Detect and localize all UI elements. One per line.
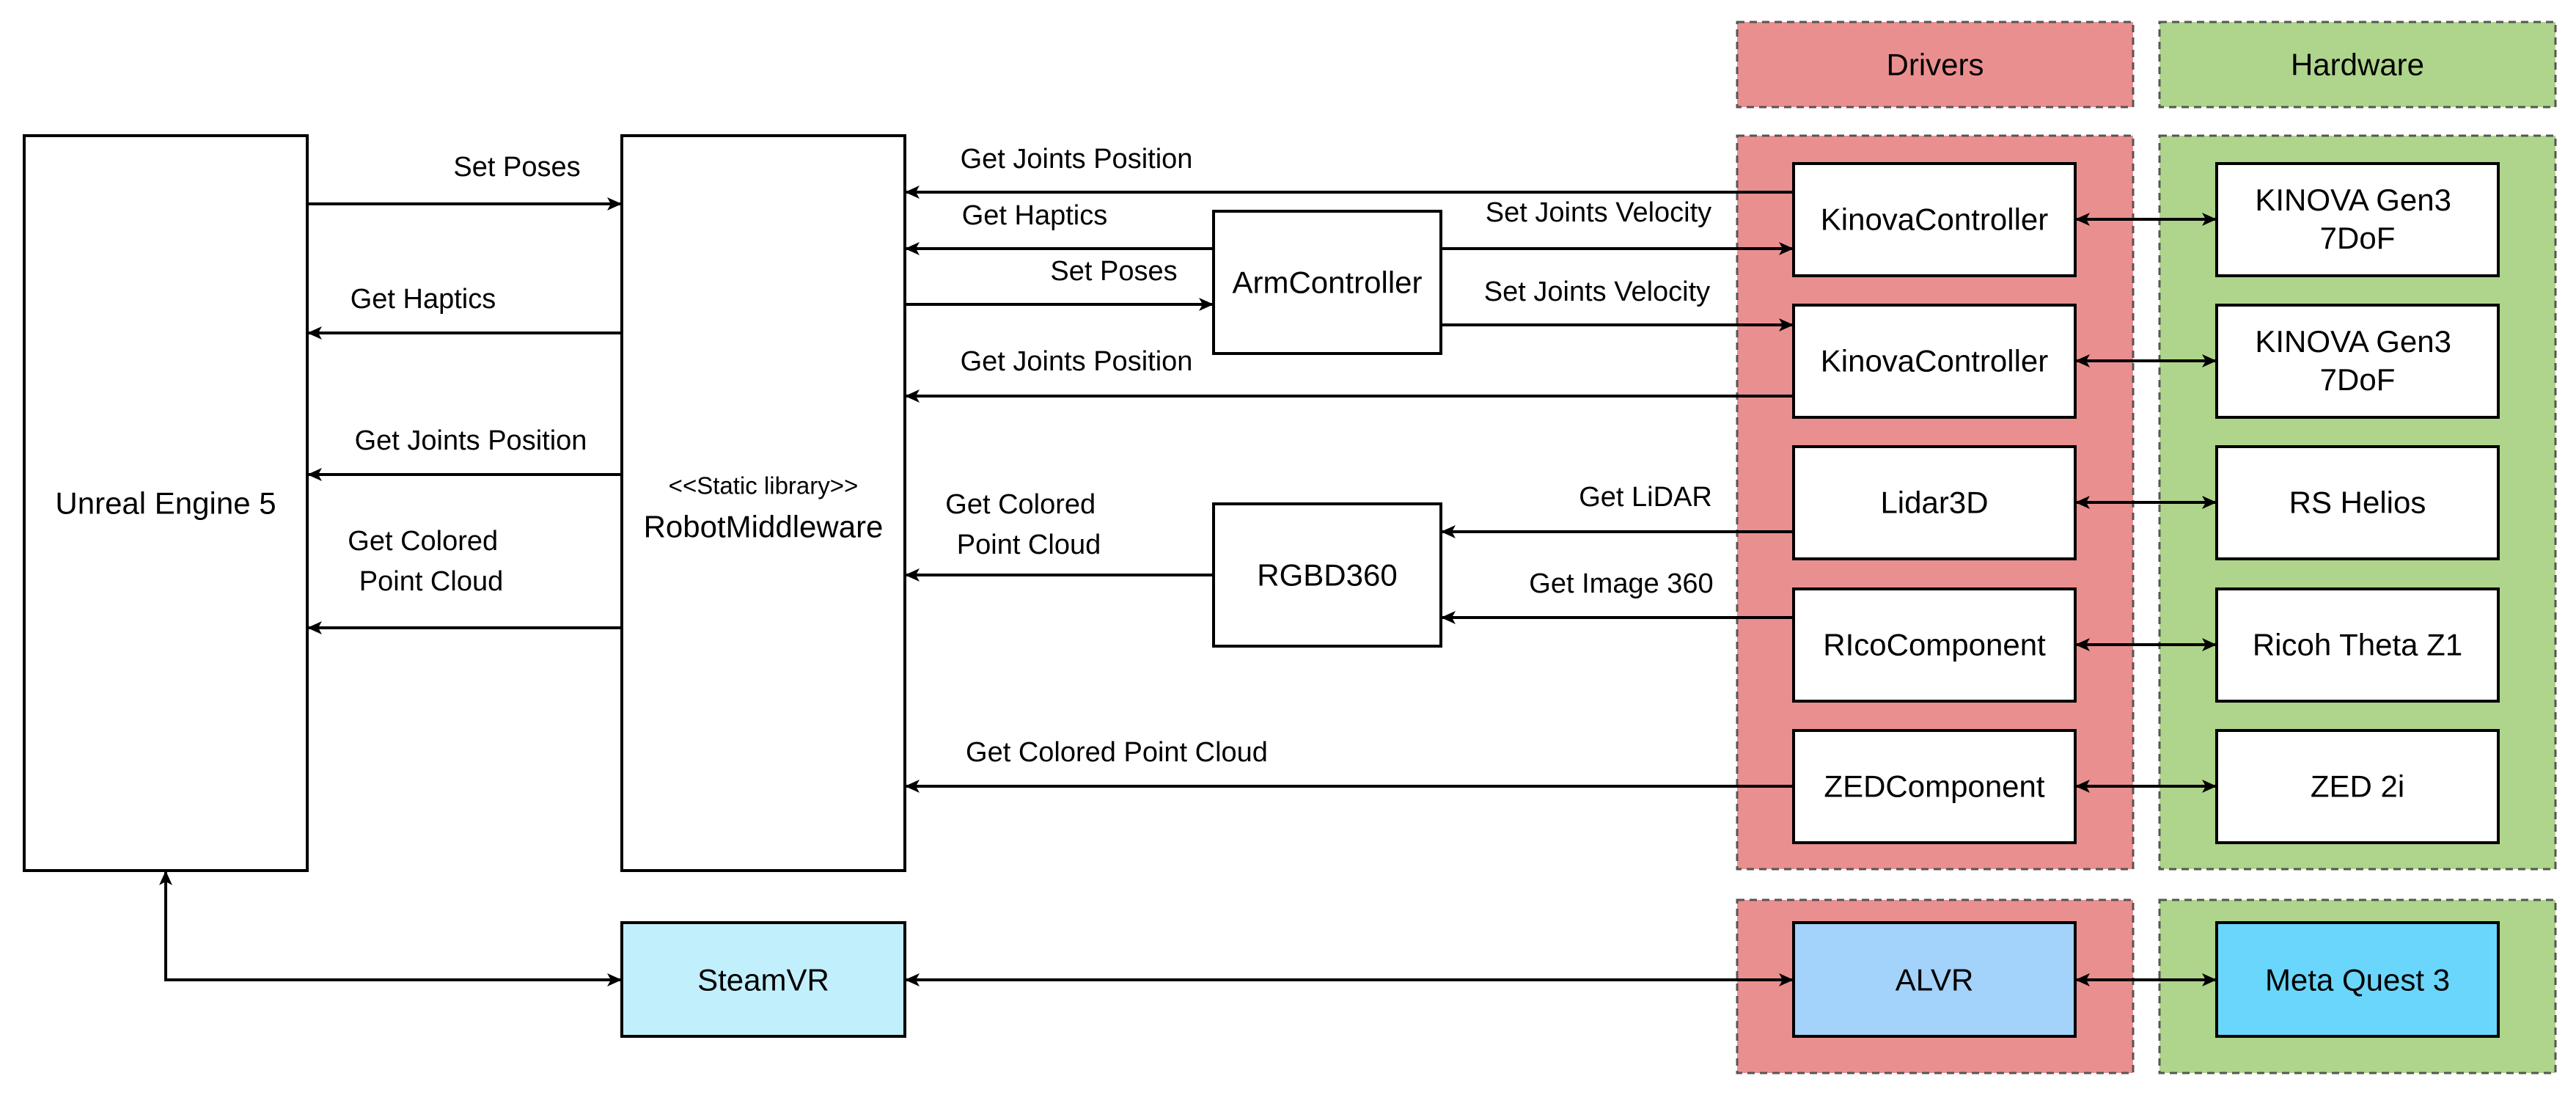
lidar3d-box <box>1792 445 2077 560</box>
kinova-hw-1-box <box>2215 162 2500 277</box>
kinova-controller-2-label: KinovaController <box>1821 344 2049 378</box>
label-get-haptics-ue: Get Haptics <box>351 284 496 315</box>
ricoh-theta-label: Ricoh Theta Z1 <box>2253 628 2462 662</box>
meta-quest-box <box>2215 921 2500 1038</box>
label-get-colored-ue-line2: Point Cloud <box>359 566 503 597</box>
label-get-lidar: Get LiDAR <box>1579 482 1712 513</box>
zed-component-label: ZEDComponent <box>1824 769 2044 804</box>
meta-quest-label: Meta Quest 3 <box>2265 963 2450 997</box>
steamvr-box <box>620 921 906 1038</box>
kinova-hw-2-line2: 7DoF <box>2320 362 2396 397</box>
label-set-poses-arm: Set Poses <box>1050 256 1177 287</box>
kinova-hw-1-line1: KINOVA Gen3 <box>2255 183 2451 217</box>
rico-component-box <box>1792 587 2077 703</box>
kinova-controller-1-box <box>1792 162 2077 277</box>
label-get-colored-ue: Get Colored Point Cloud <box>348 526 505 597</box>
kinova-hw-1-line2: 7DoF <box>2320 221 2396 255</box>
kinova-hw-2-line1: KINOVA Gen3 <box>2255 324 2451 359</box>
zed2i-label: ZED 2i <box>2311 769 2404 804</box>
hardware-header-panel <box>2158 21 2557 109</box>
rgbd360-box <box>1212 502 1442 648</box>
rgbd360-label: RGBD360 <box>1257 558 1397 593</box>
rs-helios-label: RS Helios <box>2289 486 2426 520</box>
ricoh-theta-box <box>2215 587 2500 703</box>
label-get-joints-ue: Get Joints Position <box>355 425 587 456</box>
zed2i-box <box>2215 729 2500 844</box>
kinova-controller-2-box <box>1792 304 2077 419</box>
drivers-title: Drivers <box>1887 48 1984 82</box>
lidar3d-label: Lidar3D <box>1880 486 1988 520</box>
label-get-joints-mid: Get Joints Position <box>961 346 1193 377</box>
arm-controller-label: ArmController <box>1232 265 1422 300</box>
middleware-stereotype: <<Static library>> <box>669 472 859 499</box>
unreal-engine-label: Unreal Engine 5 <box>55 486 276 521</box>
alvr-label: ALVR <box>1896 963 1974 997</box>
edge-unreal-steamvr <box>159 871 622 986</box>
label-set-joints-vel-2: Set Joints Velocity <box>1484 277 1710 307</box>
label-get-colored-zed: Get Colored Point Cloud <box>966 737 1268 768</box>
steamvr-label: SteamVR <box>697 963 829 997</box>
kinova-hw-2-box <box>2215 304 2500 419</box>
robot-middleware-box <box>620 134 906 872</box>
label-get-joints-top: Get Joints Position <box>961 144 1193 175</box>
label-get-haptics-arm: Get Haptics <box>962 200 1108 231</box>
label-get-colored-rgbd-line1: Get Colored <box>945 489 1096 520</box>
drivers-header-panel <box>1736 21 2135 109</box>
label-set-poses-ue: Set Poses <box>453 152 580 183</box>
kinova-hw-2-label: KINOVA Gen3 7DoF <box>2255 324 2459 397</box>
label-get-colored-rgbd: Get Colored Point Cloud <box>945 489 1103 560</box>
kinova-controller-1-label: KinovaController <box>1821 202 2049 237</box>
alvr-box <box>1792 921 2077 1038</box>
label-get-image360: Get Image 360 <box>1529 568 1713 599</box>
label-set-joints-vel-1: Set Joints Velocity <box>1486 197 1711 228</box>
hardware-title: Hardware <box>2291 48 2424 82</box>
kinova-hw-1-label: KINOVA Gen3 7DoF <box>2255 183 2459 255</box>
label-get-colored-ue-line1: Get Colored <box>348 526 498 557</box>
rs-helios-box <box>2215 445 2500 560</box>
label-get-colored-rgbd-line2: Point Cloud <box>957 530 1101 560</box>
arm-controller-box <box>1212 210 1442 355</box>
robot-middleware-label: RobotMiddleware <box>644 510 884 544</box>
rico-component-label: RIcoComponent <box>1823 628 2046 662</box>
